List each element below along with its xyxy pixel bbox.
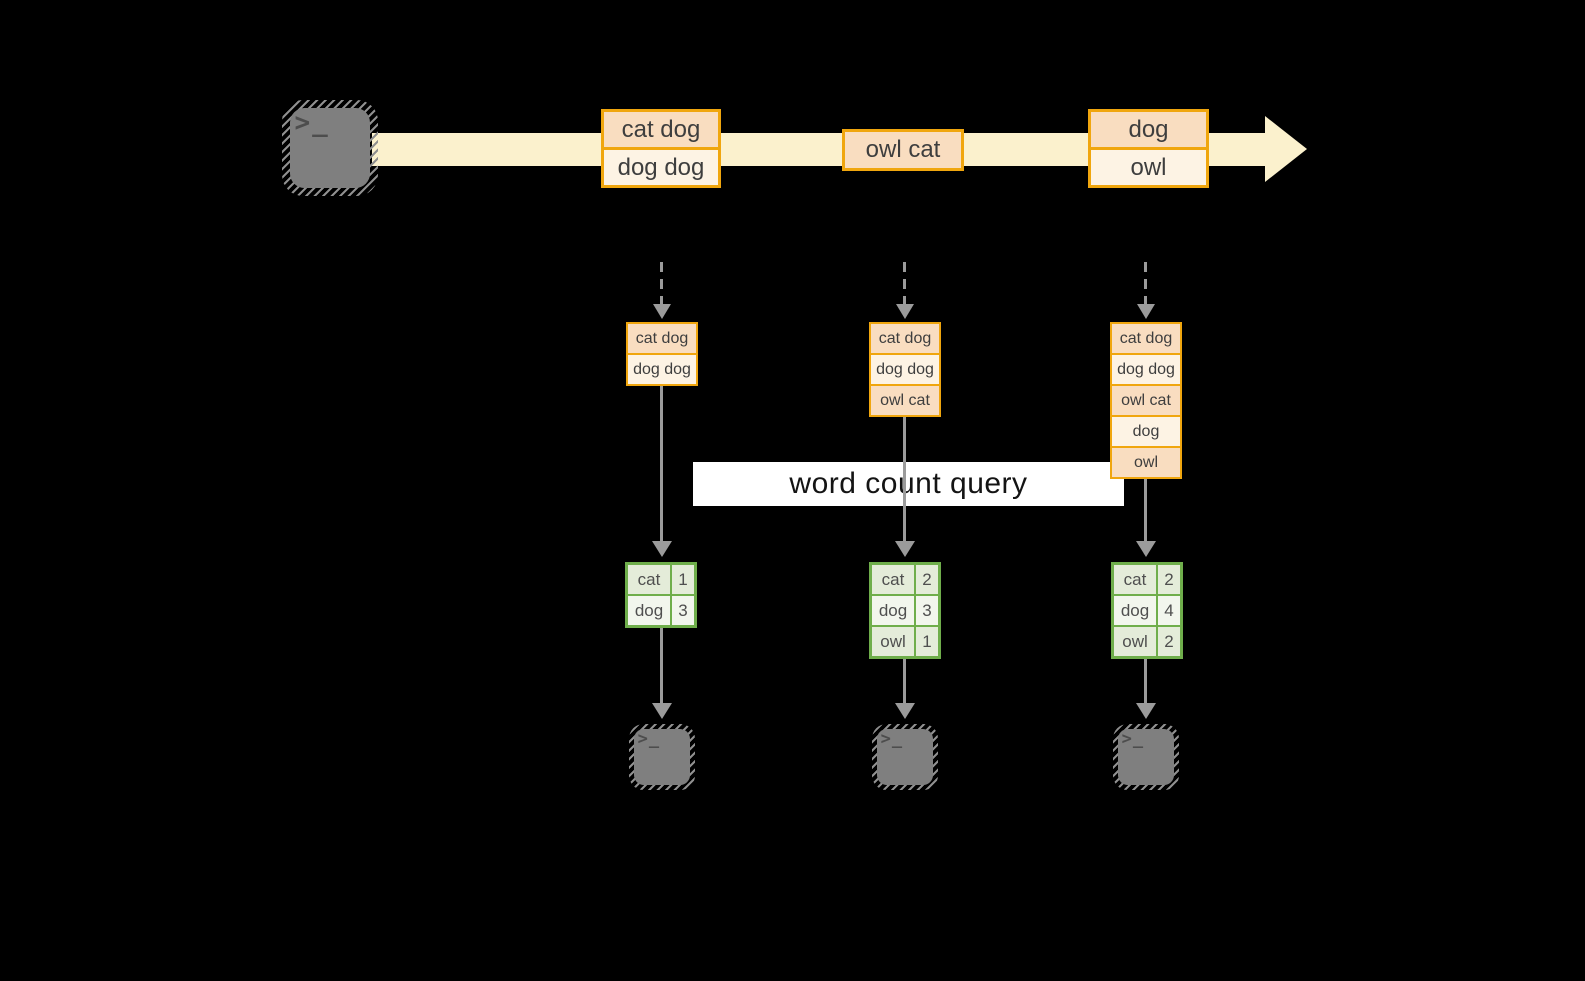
flow-arrow-line	[903, 659, 906, 703]
message-cell: cat dog	[628, 324, 696, 353]
message-cell: cat dog	[604, 112, 718, 147]
flow-arrow-line	[1144, 659, 1147, 703]
flow-arrow-line	[1144, 479, 1147, 541]
message-cell: dog dog	[604, 150, 718, 185]
word-cell: owl	[872, 627, 914, 656]
dashed-arrow-line	[903, 262, 906, 304]
flow-arrowhead-icon	[652, 541, 672, 557]
terminal-body	[877, 729, 933, 785]
output-terminal-icon: >_	[1113, 724, 1179, 790]
message-cell: owl cat	[1112, 386, 1180, 415]
word-cell: owl	[1114, 627, 1156, 656]
terminal-body	[634, 729, 690, 785]
message-cell: dog	[1112, 417, 1180, 446]
terminal-body	[289, 107, 371, 189]
count-cell: 4	[1158, 596, 1180, 625]
output-terminal-icon: >_	[629, 724, 695, 790]
dashed-arrowhead-icon	[1137, 304, 1155, 319]
received-messages-list: cat dog dog dog owl cat dog owl	[1110, 322, 1182, 479]
message-cell: owl cat	[845, 132, 961, 168]
count-cell: 1	[672, 565, 694, 594]
terminal-prompt-glyph: >_	[637, 729, 661, 750]
received-messages-list: cat dog dog dog owl cat	[869, 322, 941, 417]
output-terminal-icon: >_	[872, 724, 938, 790]
flow-arrow-line	[660, 628, 663, 703]
flow-arrowhead-icon	[652, 703, 672, 719]
message-cell: dog dog	[871, 355, 939, 384]
word-cell: dog	[628, 596, 670, 625]
count-cell: 3	[916, 596, 938, 625]
flow-arrow-line	[660, 386, 663, 541]
message-cell: owl cat	[871, 386, 939, 415]
word-count-query-label: word count query	[693, 462, 1124, 506]
word-cell: cat	[628, 565, 670, 594]
message-cell: cat dog	[871, 324, 939, 353]
word-cell: cat	[1114, 565, 1156, 594]
terminal-prompt-glyph: >_	[880, 729, 904, 750]
dashed-arrow-line	[660, 262, 663, 304]
dashed-arrowhead-icon	[653, 304, 671, 319]
stream-arrowhead-icon	[1265, 116, 1307, 182]
flow-arrow-line	[903, 417, 906, 541]
count-cell: 1	[916, 627, 938, 656]
dashed-arrowhead-icon	[896, 304, 914, 319]
terminal-prompt-glyph: >_	[1121, 729, 1145, 750]
flow-arrowhead-icon	[895, 541, 915, 557]
message-batch: owl cat	[842, 129, 964, 171]
received-messages-list: cat dog dog dog	[626, 322, 698, 386]
message-cell: dog	[1091, 112, 1206, 147]
count-cell: 2	[916, 565, 938, 594]
word-count-table: cat 2 dog 4 owl 2	[1111, 562, 1183, 659]
message-cell: owl	[1112, 448, 1180, 477]
word-cell: dog	[872, 596, 914, 625]
word-cell: dog	[1114, 596, 1156, 625]
word-count-table: cat 2 dog 3 owl 1	[869, 562, 941, 659]
message-cell: owl	[1091, 150, 1206, 185]
message-batch: cat dog dog dog	[601, 109, 721, 188]
message-cell: dog dog	[628, 355, 696, 384]
message-cell: dog dog	[1112, 355, 1180, 384]
flow-arrowhead-icon	[1136, 703, 1156, 719]
word-cell: cat	[872, 565, 914, 594]
source-terminal-icon: >_	[282, 100, 378, 196]
terminal-prompt-glyph: >_	[294, 107, 330, 138]
flow-arrowhead-icon	[895, 703, 915, 719]
count-cell: 2	[1158, 565, 1180, 594]
word-count-table: cat 1 dog 3	[625, 562, 697, 628]
count-cell: 2	[1158, 627, 1180, 656]
flow-arrowhead-icon	[1136, 541, 1156, 557]
terminal-body	[1118, 729, 1174, 785]
dashed-arrow-line	[1144, 262, 1147, 304]
count-cell: 3	[672, 596, 694, 625]
message-batch: dog owl	[1088, 109, 1209, 188]
message-cell: cat dog	[1112, 324, 1180, 353]
